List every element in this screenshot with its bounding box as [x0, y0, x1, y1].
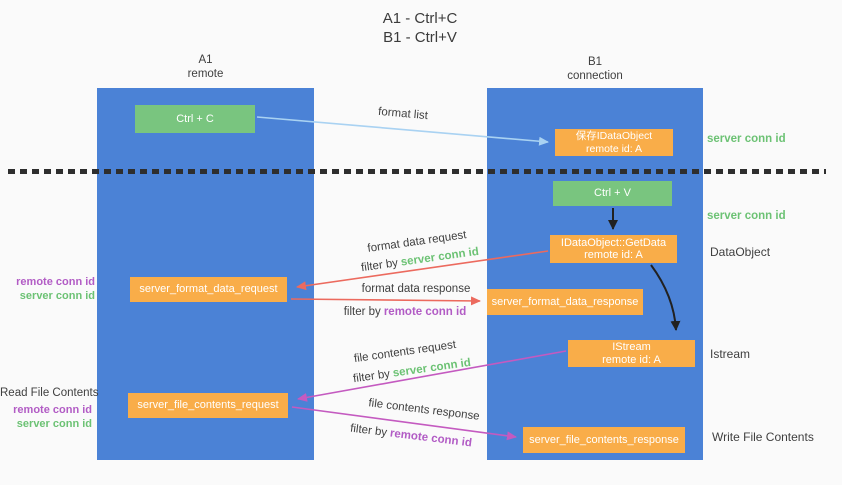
server-conn-id-text: server conn id	[392, 356, 472, 380]
server-format-data-response-box: server_format_data_response	[487, 289, 643, 315]
remote-conn-id-text: remote conn id	[389, 427, 473, 450]
remote-conn-id-left-bottom: remote conn id	[13, 404, 92, 416]
istream-line2: remote id: A	[602, 353, 661, 366]
ctrl-c-box: Ctrl + C	[135, 105, 255, 133]
filter-by-text: filter by	[360, 257, 399, 275]
remote-conn-id-left: remote conn id	[16, 276, 95, 288]
copy-paste-divider-line	[8, 169, 826, 174]
server-format-data-response-label: server_format_data_response	[491, 295, 639, 308]
istream-line1: IStream	[612, 341, 651, 353]
server-conn-id-right-mid: server conn id	[707, 210, 786, 222]
save-idataobject-box: 保存IDataObject remote id: A	[555, 129, 673, 156]
diagram-title: A1 - Ctrl+C B1 - Ctrl+V	[300, 9, 540, 47]
server-format-data-request-box: server_format_data_request	[130, 277, 287, 302]
lane-a1-subtitle: remote	[187, 68, 224, 80]
lane-header-a1: A1 remote	[97, 53, 314, 81]
idataobject-getdata-line1: IDataObject::GetData	[560, 236, 667, 249]
write-file-contents-label: Write File Contents	[712, 430, 814, 444]
server-conn-id-text: server conn id	[400, 245, 480, 269]
server-conn-id-left: server conn id	[19, 289, 95, 302]
conn-ids-left-mid: remote conn id server conn id	[0, 276, 95, 303]
title-line-b1: B1 - Ctrl+V	[383, 29, 457, 46]
read-file-contents-block: Read File Contents remote conn id server…	[0, 387, 99, 431]
save-idataobject-line2: remote id: A	[585, 142, 643, 155]
format-data-response-arrow	[290, 296, 481, 306]
filter-by-text: filter by	[352, 368, 391, 386]
server-file-contents-request-box: server_file_contents_request	[128, 393, 288, 418]
server-file-contents-response-box: server_file_contents_response	[523, 427, 685, 453]
server-conn-id-right-top: server conn id	[707, 133, 786, 145]
ctrl-c-label: Ctrl + C	[176, 112, 214, 125]
filter-by-text: filter by	[349, 422, 388, 440]
lane-b1-title: B1	[587, 56, 603, 68]
idataobject-getdata-box: IDataObject::GetData remote id: A	[550, 235, 677, 263]
ctrl-v-box: Ctrl + V	[553, 181, 672, 206]
idataobject-getdata-line2: remote id: A	[584, 249, 643, 261]
server-conn-id-left-bottom: server conn id	[16, 417, 92, 430]
server-file-contents-response-label: server_file_contents_response	[529, 433, 679, 446]
server-format-data-request-label: server_format_data_request	[139, 283, 278, 296]
dataobject-side-label: DataObject	[710, 245, 771, 259]
title-line-a1: A1 - Ctrl+C	[382, 10, 458, 27]
save-idataobject-line1: 保存IDataObject	[575, 130, 653, 142]
format-data-response-label: format data response	[361, 283, 471, 295]
remote-conn-id-text: remote conn id	[383, 306, 467, 318]
file-contents-response-label: file contents response	[367, 397, 481, 423]
server-file-contents-request-label: server_file_contents_request	[137, 399, 279, 412]
istream-box: IStream remote id: A	[568, 340, 695, 367]
lane-a1-title: A1	[198, 54, 213, 66]
istream-side-label: Istream	[710, 347, 751, 361]
lane-header-b1: B1 connection	[487, 55, 703, 83]
ctrl-v-label: Ctrl + V	[594, 187, 631, 200]
lane-b1-subtitle: connection	[567, 70, 623, 82]
format-list-label: format list	[377, 105, 429, 123]
read-file-contents-label: Read File Contents	[0, 387, 99, 399]
filter-by-text: filter by	[343, 306, 381, 318]
